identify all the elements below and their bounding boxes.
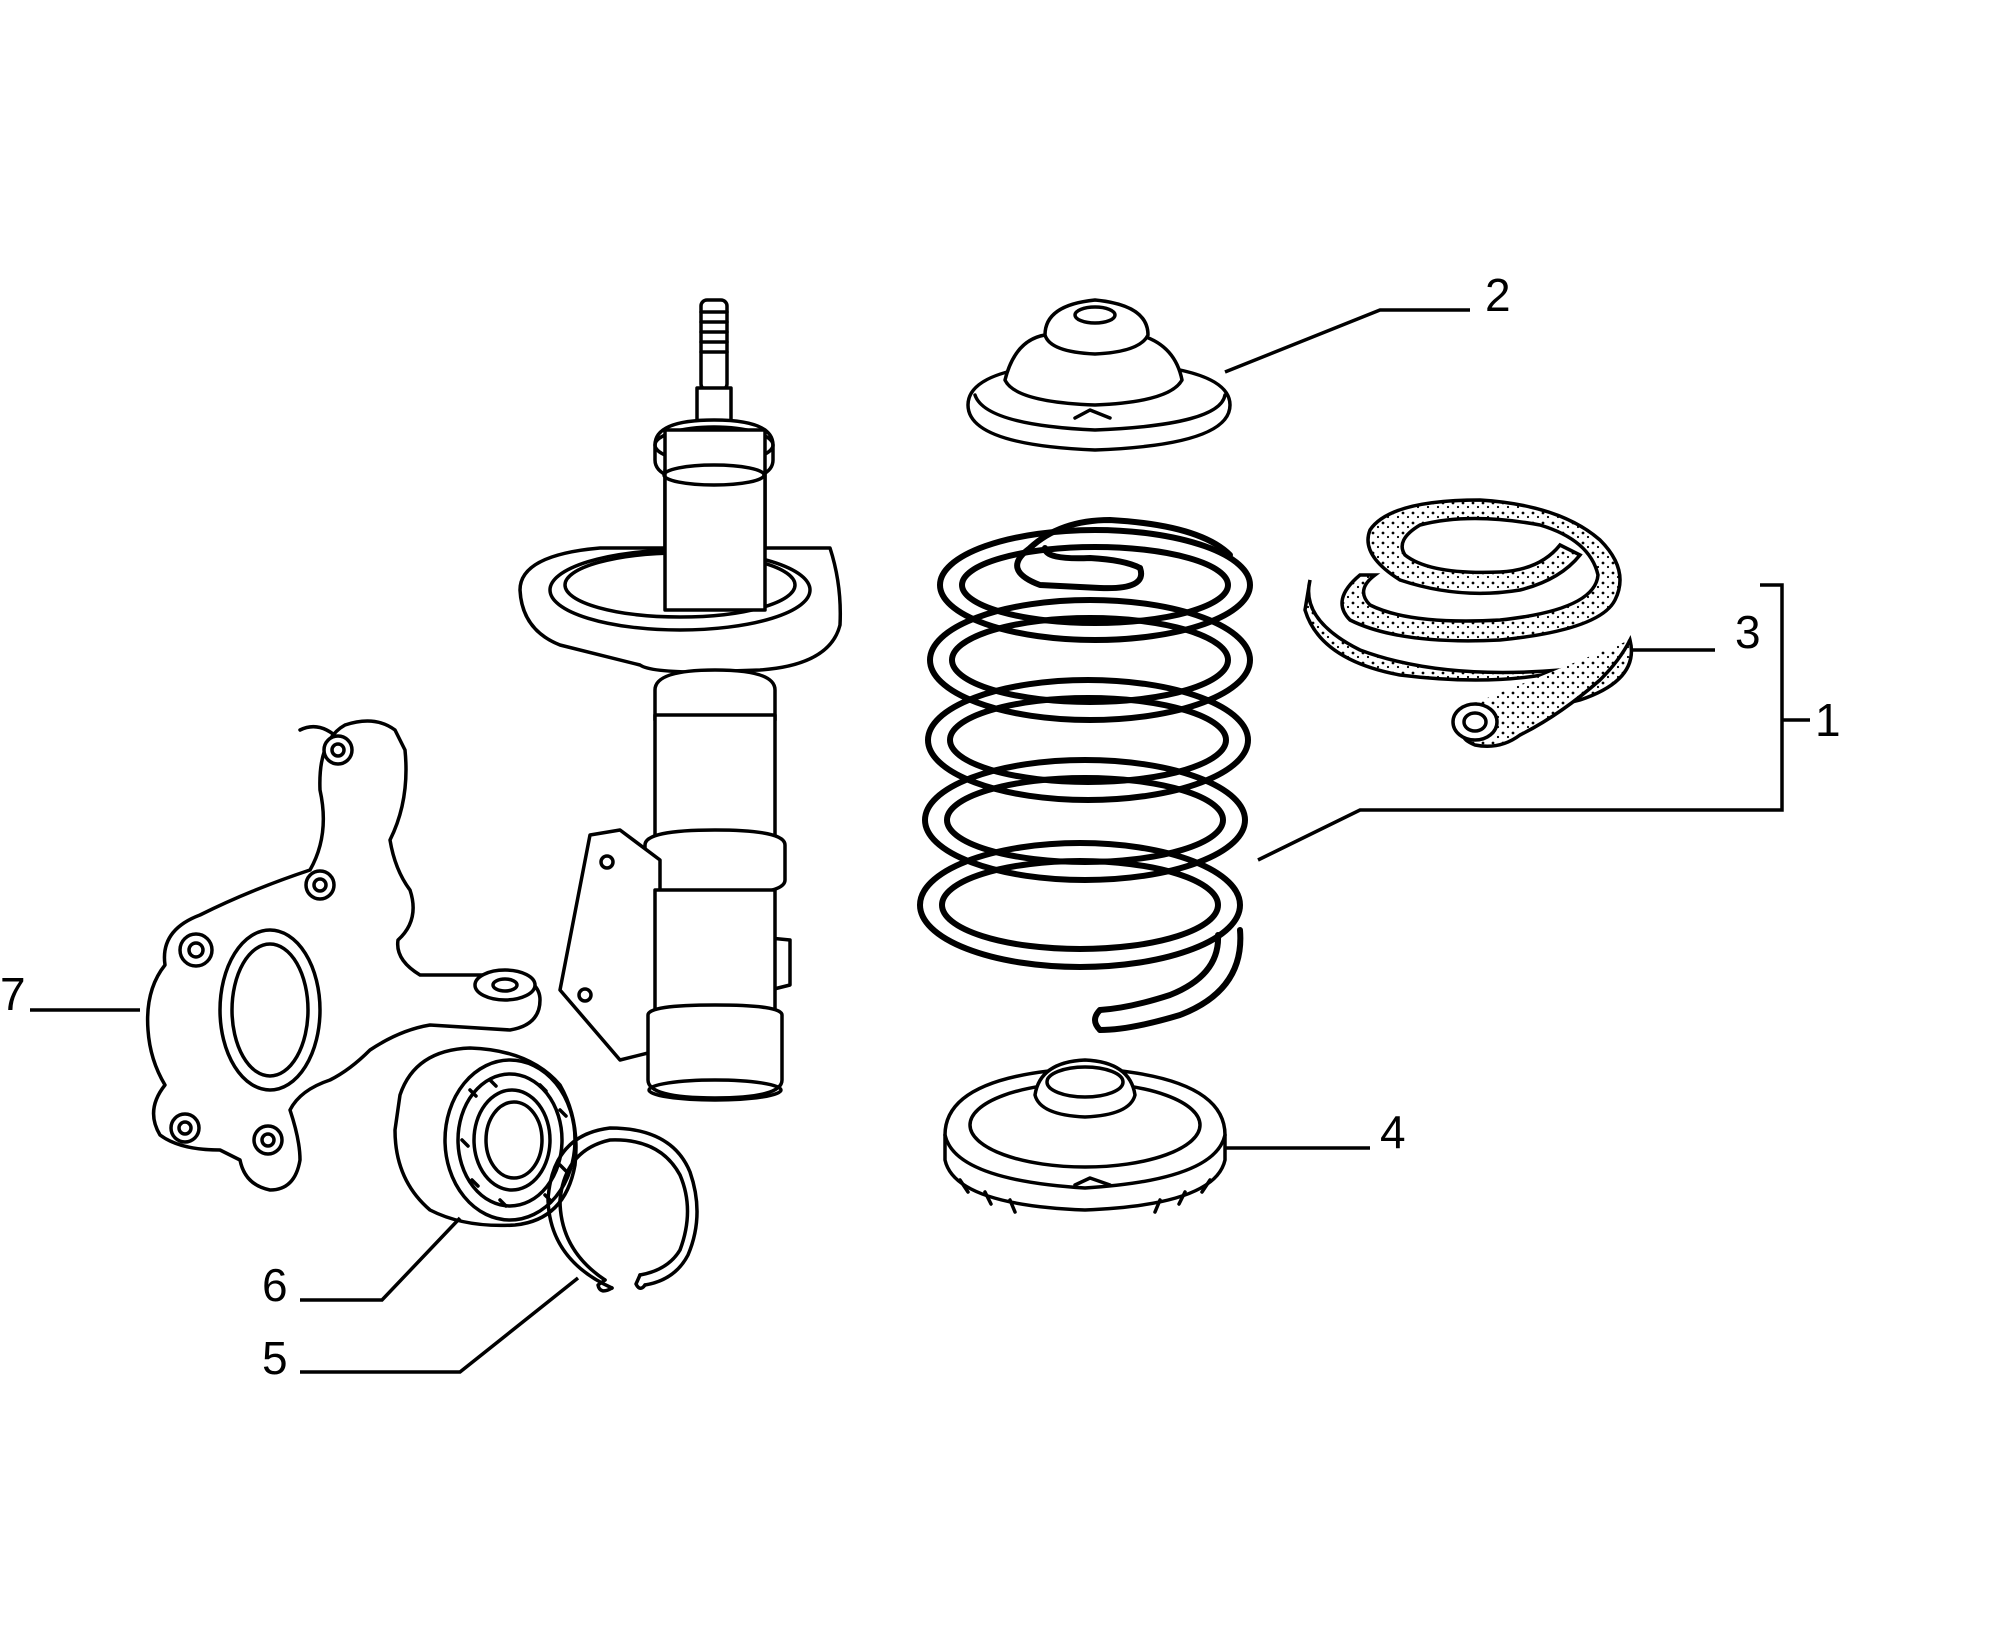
leader-lines xyxy=(30,308,1810,1374)
callout-2: 2 xyxy=(1485,269,1511,321)
callout-5: 5 xyxy=(262,1332,288,1384)
coil-spring xyxy=(917,517,1253,1033)
bracket-1 xyxy=(1257,583,1784,862)
wheel-bearing xyxy=(393,1046,578,1228)
circlip xyxy=(546,1126,699,1293)
upper-strut-mount xyxy=(966,298,1232,452)
strut-shock-absorber xyxy=(518,298,843,1102)
callout-4: 4 xyxy=(1380,1106,1406,1158)
callout-6: 6 xyxy=(262,1259,288,1311)
leader-6 xyxy=(300,1216,462,1302)
callout-3: 3 xyxy=(1735,606,1761,658)
callout-7: 7 xyxy=(0,968,26,1020)
leader-2 xyxy=(1224,308,1470,374)
leader-5 xyxy=(300,1276,580,1374)
callout-1: 1 xyxy=(1815,694,1841,746)
steering-knuckle xyxy=(145,719,542,1192)
spring-insulator-sleeve xyxy=(1303,498,1634,748)
lower-spring-seat xyxy=(943,1058,1227,1214)
